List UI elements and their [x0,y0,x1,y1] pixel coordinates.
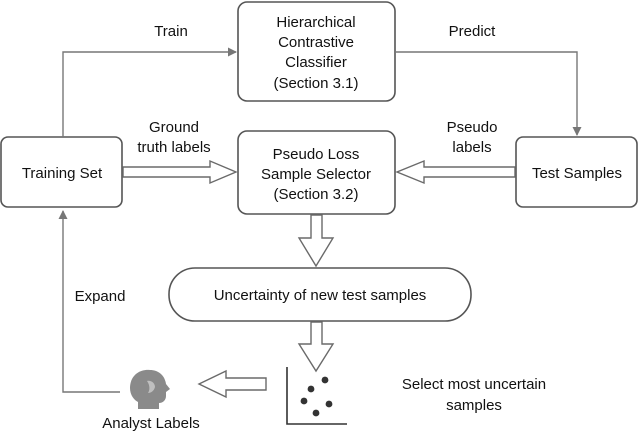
pseudo-line-2: labels [452,139,491,156]
classifier-node: Hierarchical Contrastive Classifier (Sec… [237,1,396,102]
classifier-line-4: (Section 3.1) [273,75,358,92]
analyst-labels-label: Analyst Labels [102,415,200,432]
selector-line-2: Sample Selector [261,166,371,183]
train-label: Train [154,23,188,40]
predict-label: Predict [449,23,497,40]
ground-truth-line-2: truth labels [137,139,210,156]
classifier-line-1: Hierarchical [276,14,355,31]
expand-arrow [58,210,120,393]
selector-line-3: (Section 3.2) [273,186,358,203]
classifier-line-3: Classifier [285,54,347,71]
test-samples-label: Test Samples [532,165,622,182]
uncertainty-label: Uncertainty of new test samples [214,287,427,304]
person-head-icon [130,369,170,409]
training-set-node: Training Set [0,136,123,208]
selector-to-uncertainty-hollow-arrow [297,214,335,268]
ground-truth-hollow-arrow [122,159,238,185]
scatter-plot-icon [286,367,347,425]
uncertainty-node: Uncertainty of new test samples [168,267,472,322]
ground-truth-line-1: Ground [149,119,199,136]
pseudo-labels-hollow-arrow [395,159,516,185]
test-samples-node: Test Samples [515,136,638,208]
train-arrow [62,47,237,137]
select-annotation-line-2: samples [446,397,502,414]
expand-label: Expand [75,288,126,305]
scatter-to-analyst-hollow-arrow [197,369,267,399]
predict-arrow [395,51,582,136]
pseudo-line-1: Pseudo [447,119,498,136]
selector-node: Pseudo Loss Sample Selector (Section 3.2… [237,130,396,215]
select-annotation-line-1: Select most uncertain [402,376,546,393]
training-set-label: Training Set [22,165,103,182]
classifier-line-2: Contrastive [278,34,354,51]
uncertainty-to-scatter-hollow-arrow [297,321,335,373]
selector-line-1: Pseudo Loss [273,146,360,163]
